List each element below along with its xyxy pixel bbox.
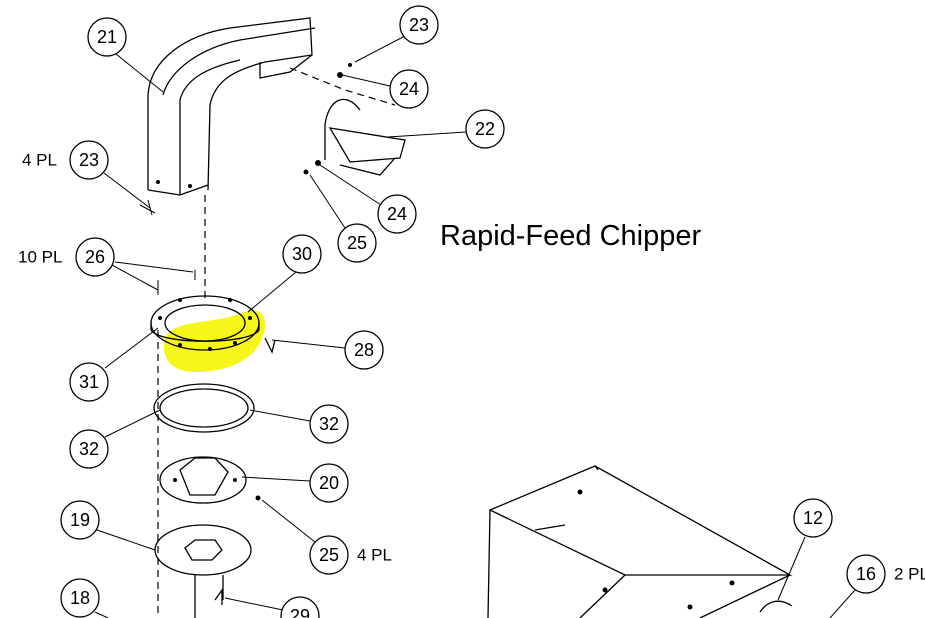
qty-note-25: 4 PL (357, 546, 392, 565)
plate-part-20 (159, 456, 261, 504)
svg-text:21: 21 (97, 27, 117, 47)
svg-text:29: 29 (290, 606, 310, 618)
chute-part-21 (147, 17, 316, 196)
svg-text:23: 23 (409, 15, 429, 35)
svg-text:16: 16 (856, 564, 876, 584)
callout-24-mid: 24 (377, 194, 417, 234)
callout-30: 30 (282, 234, 322, 274)
callout-25-bottom: 25 (309, 535, 349, 575)
callout-24-top: 24 (389, 69, 429, 109)
qty-note-23: 4 PL (22, 151, 57, 170)
callout-16: 16 (846, 554, 886, 594)
callout-18: 18 (60, 578, 100, 618)
ring-part-30 (150, 270, 260, 351)
svg-text:18: 18 (70, 588, 90, 608)
deflector-part-22 (303, 98, 406, 176)
callout-31: 31 (69, 362, 109, 402)
callout-25-top: 25 (337, 223, 377, 263)
svg-text:31: 31 (79, 372, 99, 392)
diagram-title: Rapid-Feed Chipper (440, 220, 701, 252)
svg-text:22: 22 (475, 119, 495, 139)
svg-text:25: 25 (319, 545, 339, 565)
svg-text:32: 32 (319, 414, 339, 434)
svg-text:24: 24 (387, 204, 407, 224)
svg-text:19: 19 (70, 510, 90, 530)
svg-text:26: 26 (85, 247, 105, 267)
plate-part-19 (154, 524, 252, 618)
svg-text:32: 32 (79, 439, 99, 459)
callout-28: 28 (344, 330, 384, 370)
gasket-part-32 (153, 383, 255, 433)
callout-32-right: 32 (309, 404, 349, 444)
svg-text:12: 12 (803, 508, 823, 528)
qty-note-16: 2 PL (894, 565, 925, 584)
callout-29: 29 (280, 596, 320, 618)
svg-text:30: 30 (292, 244, 312, 264)
callout-22: 22 (465, 109, 505, 149)
callout-26: 26 (75, 237, 115, 277)
svg-text:20: 20 (319, 473, 339, 493)
qty-note-26: 10 PL (18, 248, 62, 267)
callout-12: 12 (793, 498, 833, 538)
callout-19: 19 (60, 500, 100, 540)
svg-text:24: 24 (399, 79, 419, 99)
callout-21: 21 (87, 17, 127, 57)
callout-23-top: 23 (399, 5, 439, 45)
hopper-body (487, 465, 793, 618)
svg-text:25: 25 (347, 233, 367, 253)
callout-32-left: 32 (69, 429, 109, 469)
svg-text:28: 28 (354, 340, 374, 360)
svg-text:23: 23 (79, 150, 99, 170)
leader-lines (94, 35, 856, 618)
callout-23-left: 23 (69, 140, 109, 180)
callout-20: 20 (309, 463, 349, 503)
